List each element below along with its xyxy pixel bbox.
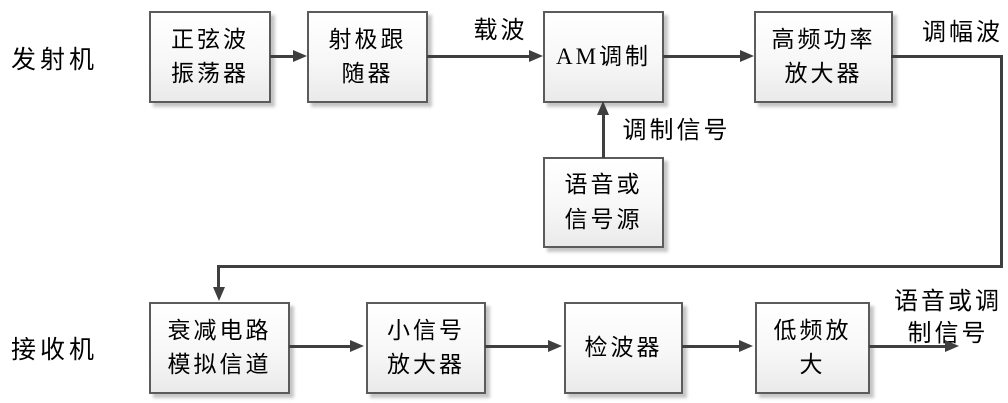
arrowhead-am-to-pa — [740, 50, 754, 62]
block-attenuator-channel: 衰减电路 模拟信道 — [149, 302, 290, 394]
connector-osc-to-follower — [270, 55, 295, 58]
block-hf-power-amp: 高频功率 放大器 — [754, 11, 893, 103]
arrowhead-smallamp-to-det — [548, 340, 562, 352]
connector-right-drop — [1000, 55, 1003, 268]
transmitter-row-label: 发射机 — [11, 47, 99, 74]
connector-det-to-lfamp — [682, 345, 741, 348]
block-detector: 检波器 — [564, 302, 683, 394]
output-signal-label: 语音或调 制信号 — [894, 289, 1002, 348]
block-small-signal-amp: 小信号 放大器 — [366, 302, 486, 394]
arrowhead-atten-to-smallamp — [350, 340, 364, 352]
connector-into-attenuator — [217, 265, 220, 290]
connector-smallamp-to-det — [485, 345, 550, 348]
block-am-modulator: AM调制 — [543, 11, 664, 103]
connector-am-to-pa — [663, 55, 742, 58]
arrowhead-output — [945, 340, 959, 352]
block-lf-amp: 低频放 大 — [755, 302, 870, 394]
modulating-signal-label: 调制信号 — [622, 118, 731, 144]
receiver-row-label: 接收机 — [11, 337, 99, 364]
arrowhead-source-to-am — [597, 101, 609, 115]
arrowhead-into-attenuator — [213, 287, 225, 301]
arrowhead-osc-to-follower — [293, 50, 307, 62]
connector-cross-return — [217, 265, 1003, 268]
connector-follower-to-am — [427, 55, 531, 58]
connector-pa-out — [891, 55, 1003, 58]
arrowhead-det-to-lfamp — [739, 340, 753, 352]
arrowhead-follower-to-am — [529, 50, 543, 62]
block-signal-source: 语音或 信号源 — [543, 157, 664, 248]
block-emitter-follower: 射极跟 随器 — [307, 11, 428, 103]
connector-output — [869, 345, 947, 348]
connector-source-to-am — [602, 114, 605, 158]
block-sine-oscillator: 正弦波 振荡器 — [149, 11, 271, 103]
connector-atten-to-smallamp — [289, 345, 352, 348]
carrier-label: 载波 — [473, 18, 528, 44]
am-wave-label: 调幅波 — [922, 20, 1003, 46]
